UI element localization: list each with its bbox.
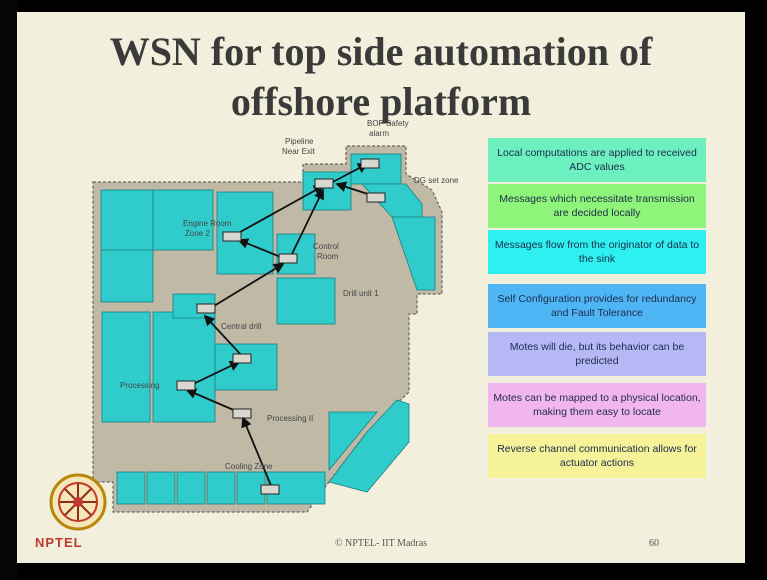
route-arrow — [203, 314, 244, 358]
note-text: Motes will die, but its behavior can be … — [509, 341, 685, 367]
note-box: Motes can be mapped to a physical locati… — [488, 383, 706, 427]
label-near-exit: Near Exit — [282, 147, 315, 156]
mote — [176, 380, 196, 391]
slide-footer: © NPTEL- IIT Madras — [334, 538, 428, 549]
platform-map — [92, 145, 443, 513]
label-drill-unit: Drill unit 1 — [343, 289, 379, 298]
room-block — [328, 399, 410, 493]
room-block — [100, 189, 154, 251]
nptel-logo-text: NPTEL — [35, 535, 83, 550]
label-dg-zone: DG set zone — [414, 176, 459, 185]
page-number: 60 — [649, 538, 659, 549]
mote — [196, 303, 216, 314]
note-box: Self Configuration provides for redundan… — [488, 284, 706, 328]
room-block — [146, 471, 176, 505]
note-box: Reverse channel communication allows for… — [488, 434, 706, 478]
note-box: Messages flow from the originator of dat… — [488, 230, 706, 274]
mote — [232, 408, 252, 419]
slide-title-line2: offshore platform — [230, 79, 532, 124]
room-block — [361, 183, 423, 218]
route-arrow — [290, 188, 324, 257]
note-text: Motes can be mapped to a physical locati… — [493, 392, 701, 418]
label-zone2: Zone 2 — [185, 229, 210, 238]
note-box: Motes will die, but its behavior can be … — [488, 332, 706, 376]
label-control: Control — [313, 242, 339, 251]
mote — [366, 192, 386, 203]
slide-title-line1: WSN for top side automation of — [109, 29, 653, 74]
route-arrow — [188, 361, 241, 387]
room-block — [100, 249, 154, 303]
note-text: Reverse channel communication allows for… — [497, 443, 697, 469]
room-block — [276, 277, 336, 325]
room-block — [206, 471, 236, 505]
note-box: Local computations are applied to receiv… — [488, 138, 706, 182]
screen-border — [0, 0, 17, 580]
room-block — [152, 311, 216, 423]
mote — [360, 158, 380, 169]
room-block — [152, 189, 214, 251]
label-engine-room: Engine Room — [183, 219, 232, 228]
label-alarm: alarm — [369, 129, 390, 138]
route-arrow — [241, 416, 273, 489]
label-bop: BOP Safety — [367, 119, 409, 128]
label-processing2: Processing II — [267, 414, 314, 423]
room-block — [236, 471, 266, 505]
label-processing: Processing — [120, 381, 160, 390]
note-text: Self Configuration provides for redundan… — [497, 293, 697, 319]
label-cooling-zone: Cooling Zone — [225, 462, 273, 471]
room-block — [328, 411, 378, 472]
mote — [232, 353, 252, 364]
slide: WSN for top side automation of offshore … — [17, 12, 745, 563]
nptel-logo — [49, 473, 107, 531]
label-room: Room — [317, 252, 339, 261]
route-arrow — [208, 263, 285, 310]
mote — [260, 484, 280, 495]
room-block — [391, 216, 436, 291]
note-box: Messages which necessitate transmission … — [488, 184, 706, 228]
room-block — [116, 471, 146, 505]
route-arrow — [232, 185, 325, 237]
route-arrow — [237, 238, 284, 259]
mote — [278, 253, 298, 264]
label-central-drill: Central drill — [221, 322, 262, 331]
room-block — [214, 343, 278, 391]
note-text: Messages flow from the originator of dat… — [494, 239, 700, 265]
mote — [314, 178, 334, 189]
note-text: Local computations are applied to receiv… — [497, 147, 697, 173]
note-text: Messages which necessitate transmission … — [499, 193, 695, 219]
room-block — [101, 311, 151, 423]
room-block — [176, 471, 206, 505]
label-pipeline: Pipeline — [285, 137, 314, 146]
mote — [222, 231, 242, 242]
room-block — [302, 171, 352, 211]
